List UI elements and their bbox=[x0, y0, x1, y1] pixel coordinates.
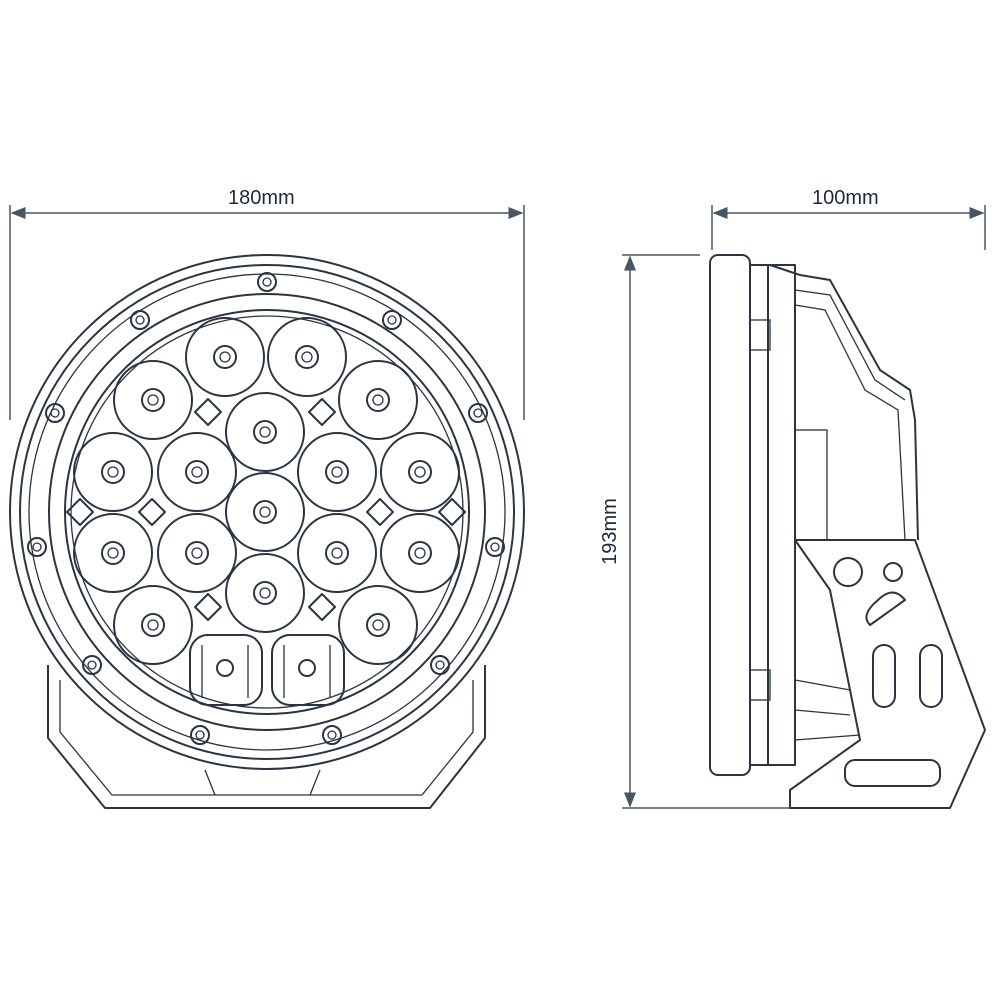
mount-base bbox=[47, 665, 486, 809]
led-lens bbox=[185, 317, 265, 397]
led-lens bbox=[225, 472, 305, 552]
led-lens bbox=[113, 585, 193, 665]
width-label: 180mm bbox=[228, 187, 295, 209]
bezel-bolt bbox=[322, 725, 342, 745]
led-lens bbox=[267, 317, 347, 397]
led-lens bbox=[380, 432, 460, 512]
height-dimension-line bbox=[622, 254, 790, 809]
diamond-accent bbox=[308, 398, 336, 426]
bezel-bolt bbox=[82, 655, 102, 675]
diamond-accent bbox=[138, 498, 166, 526]
led-lens bbox=[380, 513, 460, 593]
bezel-bolt bbox=[430, 655, 450, 675]
bottom-lamp-right bbox=[271, 634, 345, 706]
bezel-bolt bbox=[190, 725, 210, 745]
diamond-accent bbox=[194, 398, 222, 426]
front-view bbox=[9, 254, 525, 809]
led-lens bbox=[297, 513, 377, 593]
led-lens bbox=[225, 553, 305, 633]
diamond-accent bbox=[366, 498, 394, 526]
diamond-accent bbox=[438, 498, 466, 526]
width-dimension-line bbox=[9, 205, 525, 420]
bezel-bolt bbox=[485, 537, 505, 557]
bottom-lamp-left bbox=[189, 634, 263, 706]
height-label: 193mm bbox=[598, 498, 621, 565]
side-bracket bbox=[789, 539, 986, 809]
led-lens bbox=[338, 585, 418, 665]
bezel-bolt bbox=[468, 403, 488, 423]
diamond-accent bbox=[308, 593, 336, 621]
led-lens bbox=[157, 432, 237, 512]
led-lens bbox=[73, 432, 153, 512]
depth-label: 100mm bbox=[812, 187, 879, 209]
bezel-bolt bbox=[382, 310, 402, 330]
led-lens bbox=[225, 392, 305, 472]
bezel-bolt bbox=[27, 537, 47, 557]
diamond-accent bbox=[66, 498, 94, 526]
led-lens bbox=[157, 513, 237, 593]
bezel-bolt bbox=[45, 403, 65, 423]
diamond-accent bbox=[194, 593, 222, 621]
led-lens bbox=[113, 360, 193, 440]
depth-dimension-line bbox=[711, 205, 986, 250]
led-lens bbox=[338, 360, 418, 440]
led-lens bbox=[73, 513, 153, 593]
side-view bbox=[709, 254, 986, 809]
bezel-bolt bbox=[130, 310, 150, 330]
bezel-bolt bbox=[257, 272, 277, 292]
led-lens bbox=[297, 432, 377, 512]
